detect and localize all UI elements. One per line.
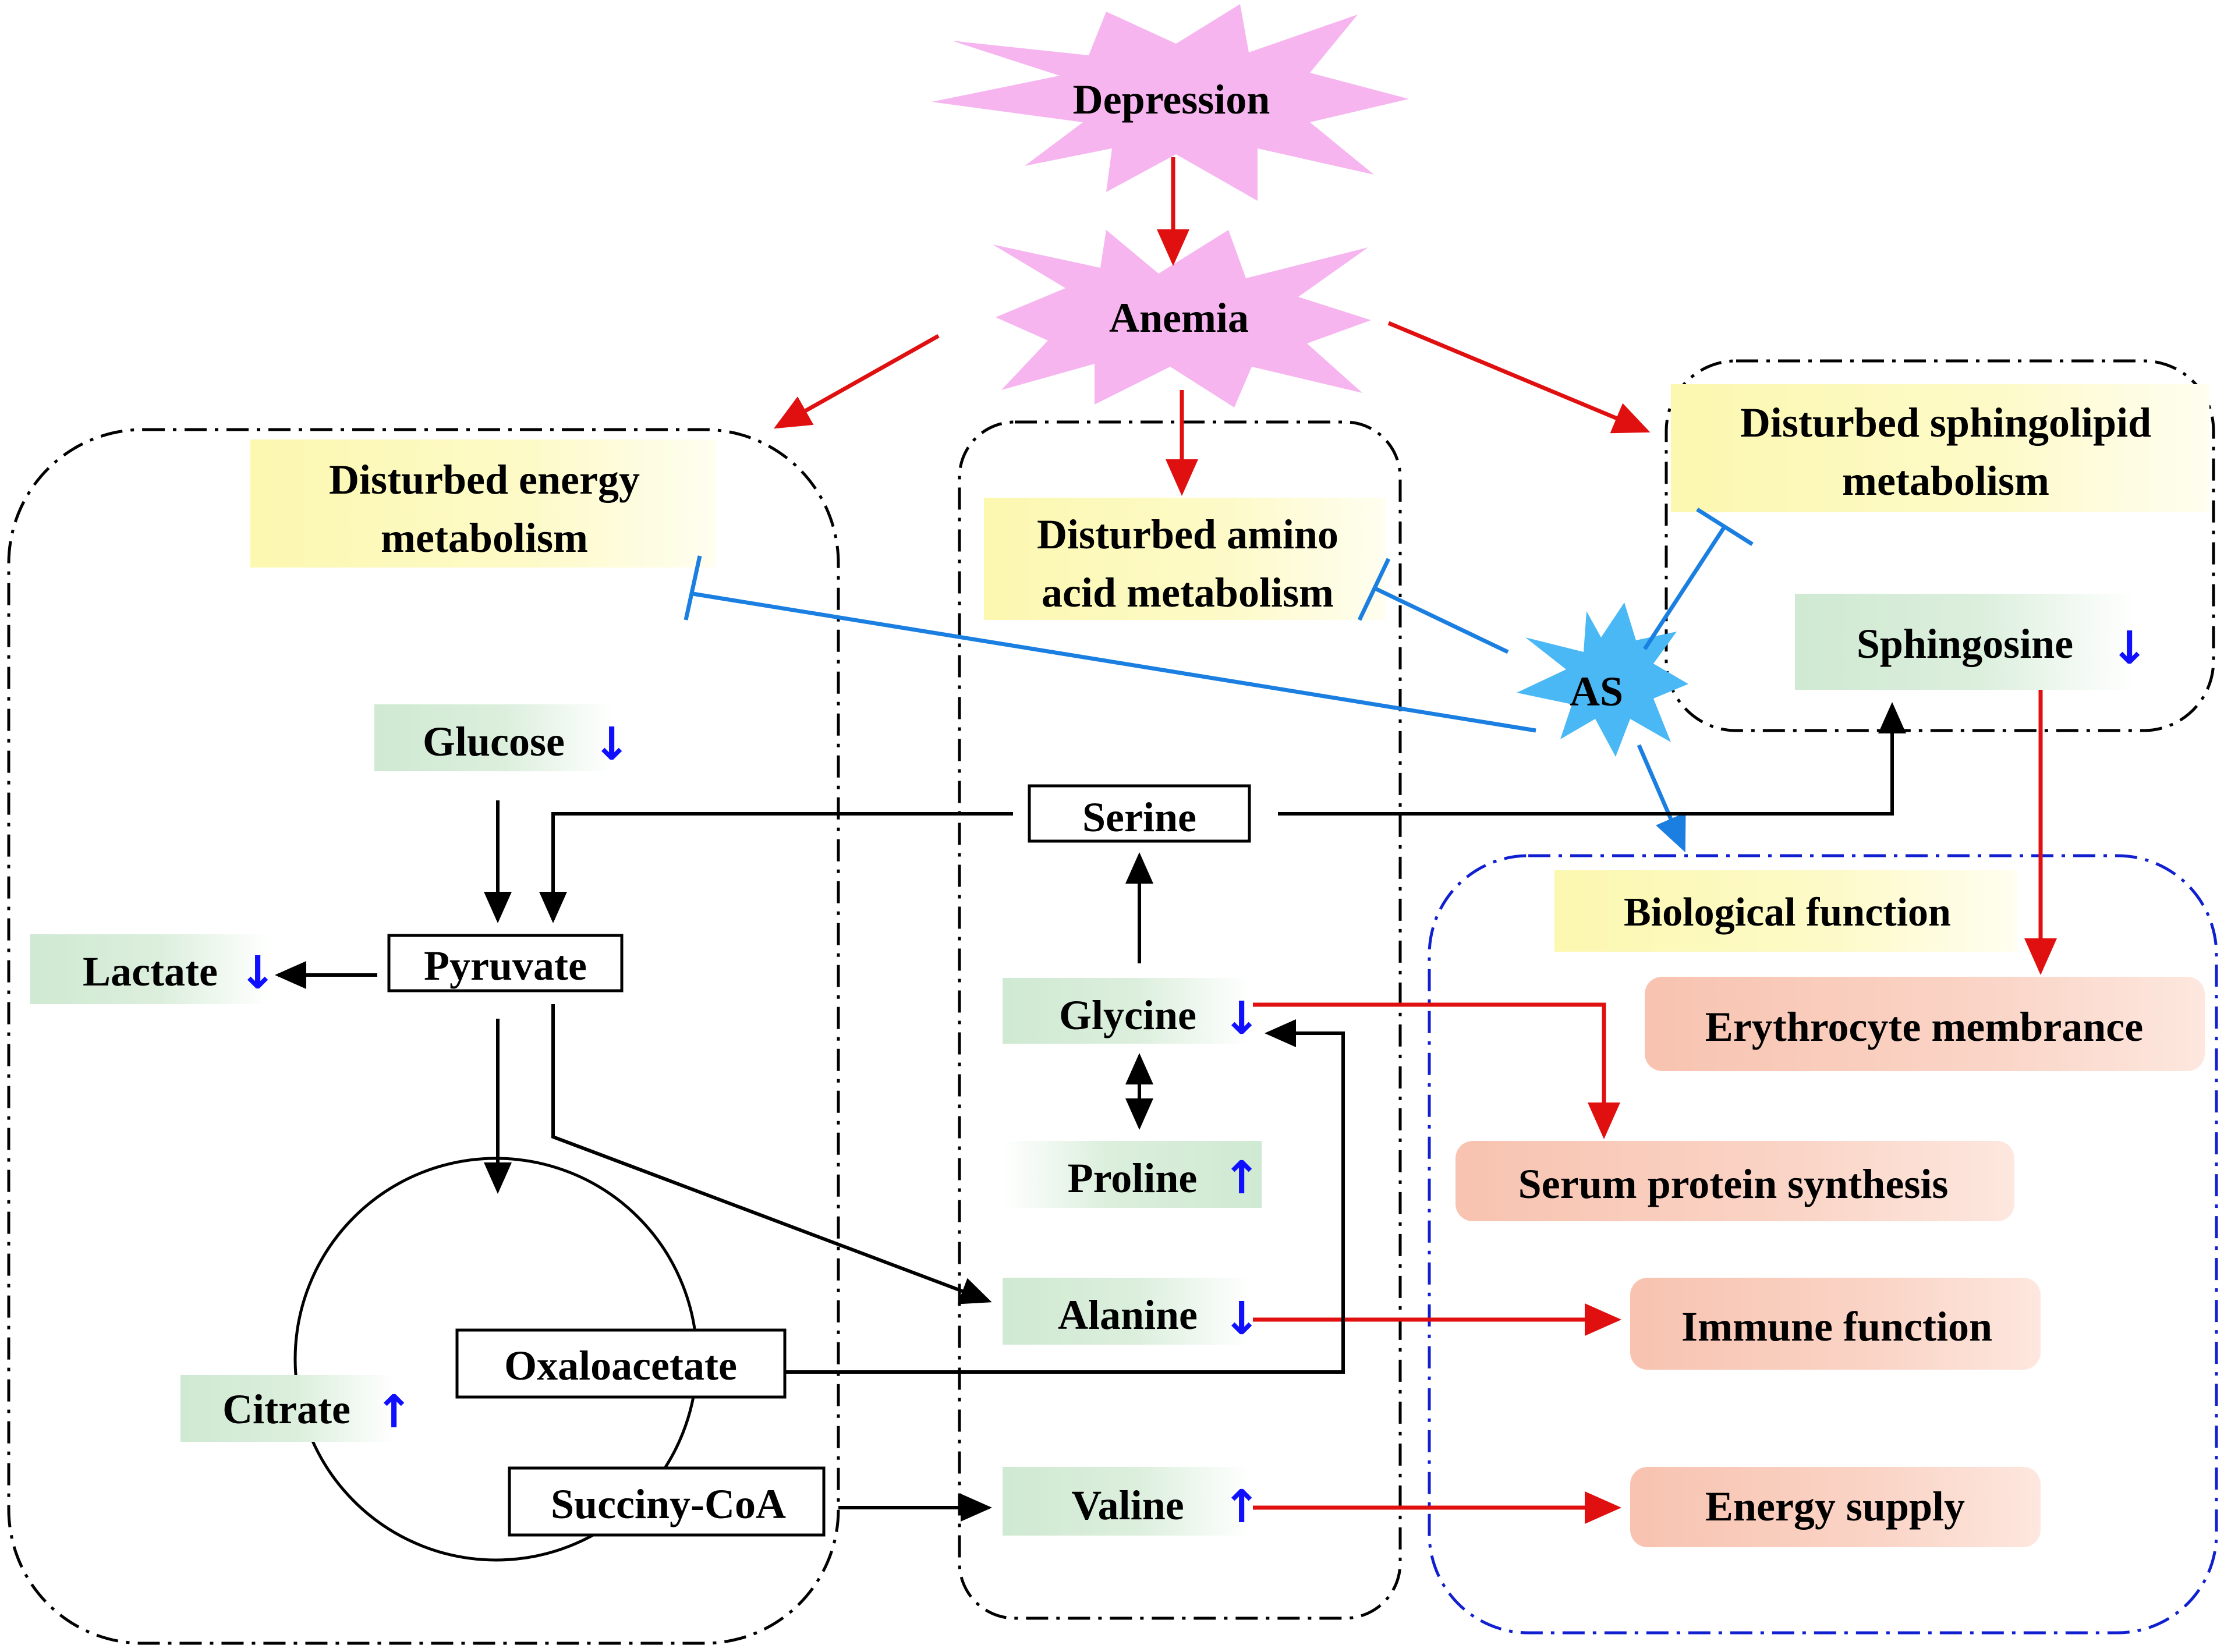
as-burst [1517, 602, 1688, 757]
energy-metabolism-region [7, 428, 840, 1645]
valine-label: Valine [1071, 1482, 1184, 1529]
inhibition-lines [684, 508, 1754, 853]
biological-function-bg [1554, 870, 2017, 952]
glycine-bg [1003, 978, 1250, 1044]
activation-arrows [773, 157, 2057, 1524]
serine-box [1028, 784, 1251, 843]
citrate-label: Citrate [222, 1386, 350, 1433]
glycine-trend-icon: ↓ [1223, 992, 1260, 1045]
biological-function-region [1428, 854, 2218, 1635]
anemia-burst [993, 230, 1371, 407]
lactate-label: Lactate [83, 948, 218, 995]
arrow-serine-pyruvate [539, 812, 1013, 923]
serum-protein-label: Serum protein synthesis [1518, 1161, 1949, 1207]
valine-trend-icon: ↑ [1223, 1481, 1260, 1533]
serine-label: Serine [1082, 794, 1196, 841]
sphingosine-label: Sphingosine [1857, 621, 2073, 667]
alanine-trend-icon: ↓ [1223, 1293, 1260, 1345]
lactate-trend-icon: ↓ [239, 947, 277, 999]
inhibit-sphingolipid [1643, 526, 1726, 650]
proline-trend-icon: ↑ [1223, 1152, 1260, 1204]
alanine-label: Alanine [1058, 1292, 1198, 1338]
succinyl-coa-box [508, 1466, 826, 1537]
glucose-bg [374, 704, 613, 771]
valine-bg [1003, 1467, 1250, 1536]
depression-label: Depression [1073, 76, 1270, 123]
inhibit-amino-acid [1373, 586, 1509, 654]
biological-function-label: Biological function [1624, 890, 1951, 935]
immune-function-label: Immune function [1681, 1303, 1992, 1350]
citrate-trend-icon: ↑ [375, 1386, 413, 1438]
immune-function-bg [1630, 1278, 2041, 1370]
energy-supply-label: Energy supply [1705, 1483, 1965, 1530]
glucose-trend-icon: ↓ [593, 718, 631, 771]
oxaloacetate-label: Oxaloacetate [504, 1342, 737, 1389]
pathway-arrows [275, 702, 1906, 1522]
oxaloacetate-box [455, 1328, 787, 1399]
arrow-pyruvate-alanine [551, 1004, 992, 1304]
sphingosine-trend-icon: ↓ [2110, 622, 2148, 675]
inhibit-amino-tbar [1357, 558, 1391, 621]
erythrocyte-membrane-label: Erythrocyte membrance [1705, 1004, 2143, 1050]
pyruvate-box [387, 934, 624, 992]
alanine-bg [1003, 1278, 1250, 1345]
sphingolipid-metabolism-region [1665, 359, 2215, 732]
amino-acid-metabolism-bg [984, 498, 1386, 620]
inhibit-sphingolipid-tbar [1696, 508, 1754, 546]
energy-metabolism-label-2: metabolism [381, 515, 588, 561]
arrow-as-biological-function [1637, 744, 1686, 853]
arrow-serine-sphingosine [1278, 702, 1906, 816]
erythrocyte-membrane-bg [1645, 977, 2205, 1071]
citrate-bg [180, 1375, 395, 1442]
energy-metabolism-label-1: Disturbed energy [329, 456, 640, 503]
pyruvate-label: Pyruvate [424, 942, 587, 989]
proline-label: Proline [1068, 1155, 1198, 1201]
lactate-bg [30, 934, 269, 1004]
amino-acid-metabolism-label-1: Disturbed amino [1037, 511, 1338, 558]
arrow-anemia-energy [773, 334, 940, 429]
energy-metabolism-bg [250, 439, 716, 568]
anemia-label: Anemia [1109, 295, 1249, 341]
arrow-oxaloacetate-glycine [786, 1019, 1345, 1374]
sphingolipid-metabolism-label-1: Disturbed sphingolipid [1740, 399, 2151, 446]
inhibit-energy-metabolism [692, 591, 1536, 733]
serum-protein-bg [1455, 1141, 2014, 1221]
glucose-label: Glucose [423, 718, 565, 765]
inhibit-energy-tbar [684, 555, 702, 621]
sphingolipid-metabolism-bg [1671, 384, 2209, 512]
arrow-glycine-serum-protein [1253, 1002, 1620, 1139]
energy-supply-bg [1630, 1467, 2041, 1547]
arrow-anemia-sphingolipid [1387, 321, 1651, 434]
sphingolipid-metabolism-label-2: metabolism [1842, 458, 2049, 504]
amino-acid-metabolism-label-2: acid metabolism [1042, 569, 1334, 616]
as-label: AS [1570, 668, 1623, 715]
proline-bg [1003, 1141, 1262, 1208]
succinyl-coa-label: Succiny-CoA [551, 1481, 786, 1527]
glycine-label: Glycine [1059, 992, 1196, 1038]
depression-burst [932, 4, 1409, 201]
sphingosine-bg [1795, 594, 2136, 690]
